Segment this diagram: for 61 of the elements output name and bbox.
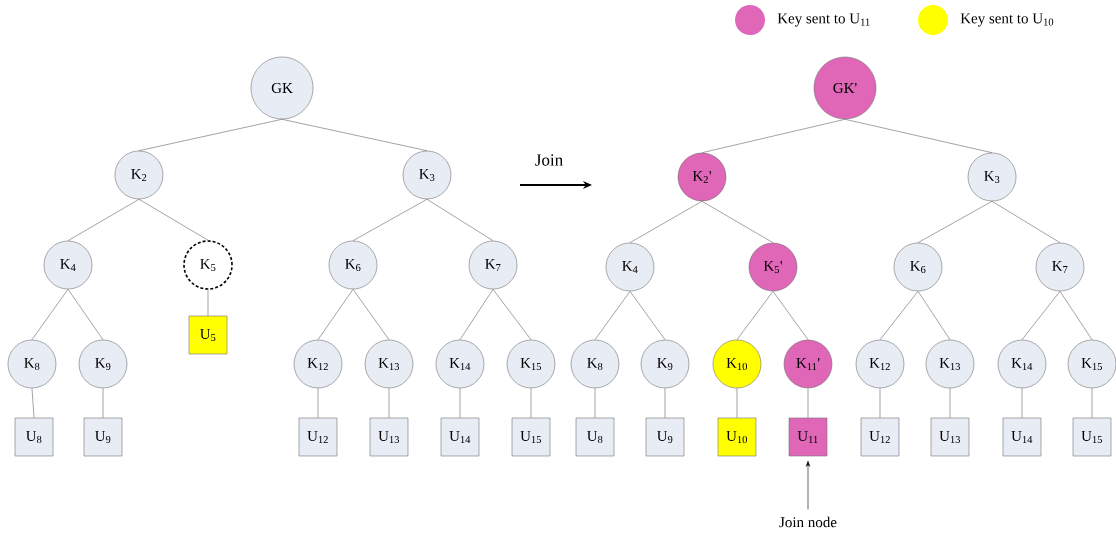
tree-line: [629, 201, 703, 243]
user-box: U$_{8}$: [575, 417, 615, 457]
tree-line: [1021, 291, 1061, 340]
tree-line: [807, 388, 809, 418]
tree-line: [664, 388, 666, 418]
tree-line: [352, 289, 390, 340]
user-box: U$_{14}$: [440, 417, 480, 457]
tree-line: [207, 289, 209, 316]
user-box: U$_{12}$: [298, 417, 338, 457]
tree-line: [736, 291, 774, 340]
tree-line: [281, 119, 428, 151]
tree-line: [736, 388, 738, 418]
user-box: U$_{8}$: [14, 417, 54, 457]
tree-line: [1059, 291, 1093, 340]
user-box: U$_{13}$: [369, 417, 409, 457]
legend-label: Key sent to U$_{10}$: [960, 13, 1054, 27]
tree-line: [949, 388, 951, 418]
tree-line: [317, 289, 354, 340]
tree-line: [459, 388, 461, 418]
tree-line: [31, 388, 35, 418]
arrow-label: Join: [535, 154, 563, 166]
tree-line: [459, 289, 494, 340]
user-box: U$_{13}$: [930, 417, 970, 457]
tree-line: [1091, 388, 1093, 418]
tree-line: [388, 388, 390, 418]
tree-line: [879, 291, 919, 340]
user-box: U$_{9}$: [645, 417, 685, 457]
user-box: U$_{5}$: [188, 315, 228, 355]
tree-line: [917, 201, 993, 243]
tree-line: [31, 289, 69, 340]
user-box: U$_{11}$: [788, 417, 828, 457]
callout-text: Join node: [779, 516, 837, 528]
user-box: U$_{12}$: [860, 417, 900, 457]
tree-line: [102, 388, 104, 418]
user-box: U$_{15}$: [511, 417, 551, 457]
tree-line: [67, 199, 140, 241]
user-box: U$_{10}$: [717, 417, 757, 457]
tree-line: [701, 201, 774, 243]
tree-line: [530, 388, 532, 418]
tree-line: [629, 291, 666, 340]
user-box: U$_{14}$: [1002, 417, 1042, 457]
tree-line: [138, 199, 209, 241]
user-box: U$_{15}$: [1072, 417, 1112, 457]
tree-line: [67, 289, 104, 340]
tree-line: [1021, 388, 1023, 418]
tree-line: [701, 119, 846, 153]
tree-line: [138, 119, 283, 151]
tree-line: [917, 291, 951, 340]
tree-line: [844, 119, 993, 153]
tree-line: [317, 388, 319, 418]
leader-line: [805, 460, 811, 510]
tree-line: [352, 199, 428, 241]
tree-line: [492, 289, 532, 340]
tree-line: [991, 201, 1061, 243]
tree-line: [879, 388, 881, 418]
tree-line: [594, 388, 596, 418]
tree-line: [426, 199, 494, 241]
tree-line: [772, 291, 809, 340]
legend-label: Key sent to U$_{11}$: [777, 13, 870, 27]
tree-line: [594, 291, 631, 340]
user-box: U$_{9}$: [83, 417, 123, 457]
